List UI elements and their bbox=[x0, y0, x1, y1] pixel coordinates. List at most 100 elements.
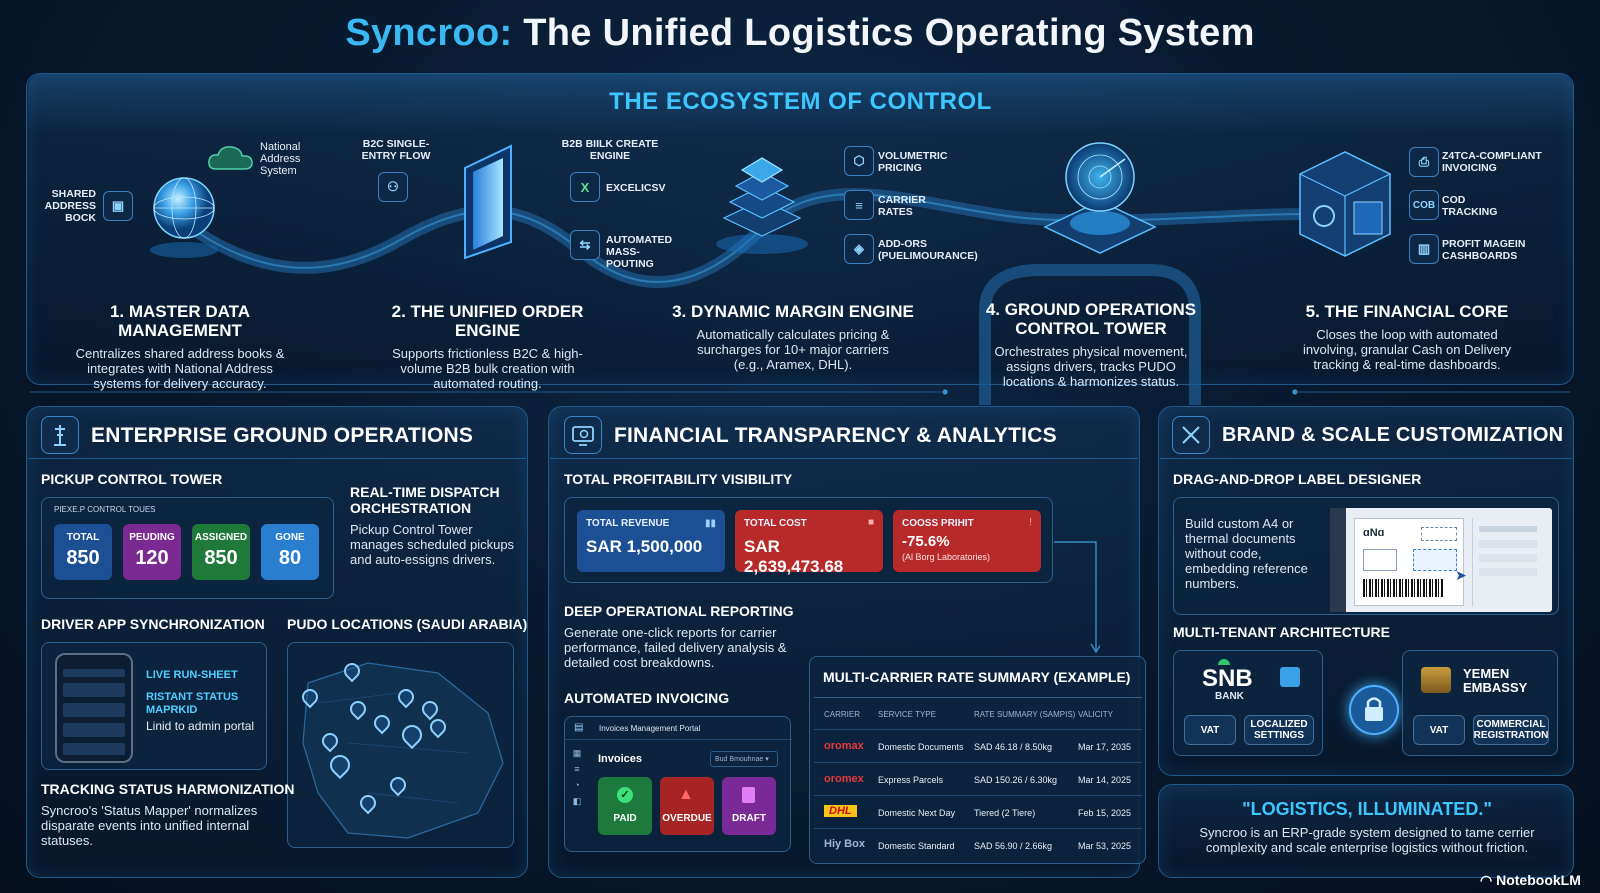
selected-field[interactable] bbox=[1413, 549, 1457, 571]
pudo-title: PUDO LOCATIONS (SAUDI ARABIA) bbox=[287, 616, 528, 632]
watermark-icon: ◠ bbox=[1480, 872, 1497, 888]
invoices-filter[interactable]: Bud Bmouhnae ▾ bbox=[710, 751, 778, 767]
gross-label: COOSS PRIHIT bbox=[902, 518, 974, 529]
tower-icon bbox=[41, 416, 79, 454]
revenue-value: SAR 1,500,000 bbox=[586, 537, 703, 556]
paid-button[interactable]: ✓ PAID bbox=[598, 777, 652, 835]
overdue-label: OVERDUE bbox=[662, 813, 712, 824]
driver-app-title: DRIVER APP SYNCHRONIZATION bbox=[41, 616, 265, 632]
invoice-icon: ⎙ bbox=[1409, 147, 1439, 177]
table-row[interactable]: DHL Domestic Next Day Tiered (2 Tiere) F… bbox=[814, 795, 1142, 828]
stat-pending-value: 120 bbox=[135, 547, 169, 569]
tracking-desc: Syncroo's 'Status Mapper' normalizes dis… bbox=[41, 803, 258, 848]
rate-summary-title: MULTI-CARRIER RATE SUMMARY (EXAMPLE) bbox=[823, 669, 1131, 685]
tenant-yemen-card[interactable]: YEMEN EMBASSY VAT COMMERCIAL REGISTRATIO… bbox=[1402, 650, 1558, 756]
check-icon: ✓ bbox=[617, 787, 633, 803]
page-title: Syncroo: The Unified Logistics Operating… bbox=[0, 12, 1600, 55]
stat-total-value: 850 bbox=[66, 547, 100, 569]
pudo-map[interactable] bbox=[287, 642, 514, 848]
label-mass-routing: AUTOMATED MASS-POUTING bbox=[606, 234, 673, 270]
text-field bbox=[1363, 549, 1397, 571]
label-zatca: Z4TCA-COMPLIANT INVOICING bbox=[1442, 150, 1542, 174]
stage3-desc: Automatically calculates pricing & surch… bbox=[696, 327, 890, 372]
col-rate: RATE SUMMARY (SAMPIS) bbox=[974, 710, 1076, 719]
ground-ops-title: ENTERPRISE GROUND OPERATIONS bbox=[91, 424, 474, 447]
draft-label: DRAFT bbox=[732, 813, 766, 824]
invoices-filter-value: Bud Bmouhnae bbox=[715, 756, 764, 763]
cost-value: SAR 2,639,473.68 bbox=[744, 537, 844, 576]
stat-done[interactable]: GONE 80 bbox=[261, 524, 319, 580]
label-designer-canvas[interactable]: ɑNɑ ➤ bbox=[1330, 508, 1552, 612]
pickup-title: PICKUP CONTROL TOWER bbox=[41, 471, 223, 487]
validity-cell: Mar 53, 2025 bbox=[1078, 841, 1132, 851]
table-row[interactable]: Hiy Box Domestic Standard SAD 56.90 / 2.… bbox=[814, 828, 1142, 861]
snb-logo-accent bbox=[1218, 659, 1230, 665]
col-carrier: CARRIER bbox=[824, 710, 861, 719]
revenue-card[interactable]: TOTAL REVENUE SAR 1,500,000 ▮▮ bbox=[577, 510, 725, 572]
cloud-icon bbox=[206, 143, 256, 173]
cost-label: TOTAL COST bbox=[744, 518, 807, 529]
stat-done-value: 80 bbox=[278, 547, 302, 569]
snb-vat-button[interactable]: VAT bbox=[1184, 715, 1236, 745]
label-b2b-bulk: B2B BIILK CREATE ENGINE bbox=[561, 138, 659, 162]
cost-card[interactable]: TOTAL COST SAR 2,639,473.68 ■ bbox=[735, 510, 883, 576]
yemen-vat-button[interactable]: VAT bbox=[1413, 715, 1465, 745]
brand-name: Syncroo: bbox=[345, 12, 513, 54]
cursor-icon: ➤ bbox=[1455, 567, 1467, 583]
rate-cell: SAD 150.26 / 6.30kg bbox=[974, 775, 1058, 785]
dispatch-desc: Pickup Control Tower manages scheduled p… bbox=[350, 522, 515, 567]
snb-logo: SNB bbox=[1202, 665, 1253, 692]
profit-connector bbox=[1054, 541, 1100, 654]
stat-assigned-label: ASSIGNED bbox=[194, 532, 248, 543]
wallet-icon: ■ bbox=[867, 517, 874, 528]
tenant-snb-card[interactable]: SNB BANK VAT LOCALIZED SETTINGS bbox=[1173, 650, 1323, 756]
carrier-logo: oromex bbox=[824, 773, 864, 785]
label-logo: ɑNɑ bbox=[1363, 527, 1385, 539]
service-cell: Domestic Documents bbox=[878, 742, 964, 752]
stat-total-label: TOTAL bbox=[66, 532, 100, 543]
document-icon bbox=[742, 787, 755, 803]
label-b2c-flow: B2C SINGLE-ENTRY FLOW bbox=[361, 138, 431, 162]
carrier-logo: DHL bbox=[824, 805, 857, 817]
notebooklm-watermark: ◠ NotebookLM bbox=[1480, 872, 1581, 889]
lock-icon bbox=[1280, 667, 1300, 687]
snb-sub: BANK bbox=[1215, 691, 1244, 702]
server-stack-illustration bbox=[712, 148, 812, 258]
stage3-text: 3. DYNAMIC MARGIN ENGINE Automatically c… bbox=[668, 302, 918, 372]
draft-button[interactable]: DRAFT bbox=[722, 777, 776, 835]
user-icon: ⚇ bbox=[378, 172, 408, 202]
driver-admin-link: Linid to admin portal bbox=[146, 719, 255, 733]
designer-toolbar bbox=[1330, 508, 1346, 612]
stat-assigned[interactable]: ASSIGNED 850 bbox=[192, 524, 250, 580]
label-preview[interactable]: ɑNɑ ➤ bbox=[1354, 518, 1467, 606]
table-row[interactable]: oromax Domestic Documents SAD 46.18 / 8.… bbox=[814, 729, 1142, 762]
stat-total[interactable]: TOTAL 850 bbox=[54, 524, 112, 580]
lock-icon bbox=[1349, 685, 1399, 735]
rate-cell: Tiered (2 Tiere) bbox=[974, 808, 1036, 818]
pickup-card-label: PIEXE.P CONTROL TOUES bbox=[54, 505, 156, 514]
label-addons: ADD-ORS (PUELIMOURANCE) bbox=[878, 238, 978, 262]
globe-illustration bbox=[148, 170, 220, 260]
table-header-row: CARRIER SERVICE TYPE RATE SUMMARY (SAMPI… bbox=[814, 697, 1142, 730]
stat-pending[interactable]: PEUDING 120 bbox=[123, 524, 181, 580]
radar-tower-illustration bbox=[1035, 135, 1165, 265]
yemen-registration-button[interactable]: COMMERCIAL REGISTRATION bbox=[1473, 715, 1549, 745]
warning-icon: ▲ bbox=[678, 786, 694, 803]
address-book-icon: ▣ bbox=[103, 191, 133, 221]
reporting-desc: Generate one-click reports for carrier p… bbox=[564, 625, 787, 670]
divider bbox=[550, 458, 1138, 459]
tools-icon bbox=[1172, 416, 1210, 454]
label-carrier-rates: CARRIER RATES bbox=[878, 194, 926, 218]
snb-localized-button[interactable]: LOCALIZED SETTINGS bbox=[1244, 715, 1314, 745]
stage4-title: 4. GROUND OPERATIONS CONTROL TOWER bbox=[985, 300, 1197, 338]
stage4-text: 4. GROUND OPERATIONS CONTROL TOWER Orche… bbox=[985, 300, 1197, 389]
validity-cell: Mar 17, 2035 bbox=[1078, 742, 1132, 752]
table-row[interactable]: oromex Express Parcels SAD 150.26 / 6.30… bbox=[814, 762, 1142, 795]
saudi-map-shape bbox=[302, 662, 504, 839]
gross-profit-card[interactable]: COOSS PRIHIT -75.6% (Al Borg Laboratorie… bbox=[893, 510, 1041, 572]
overdue-button[interactable]: ▲ OVERDUE bbox=[660, 777, 714, 835]
label-profit-dashboards: PROFIT MAGEIN CASHBOARDS bbox=[1442, 238, 1526, 262]
tagline-desc: Syncroo is an ERP-grade system designed … bbox=[1199, 825, 1535, 855]
title-text: The Unified Logistics Operating System bbox=[512, 12, 1255, 54]
database-icon: ≡ bbox=[844, 190, 874, 220]
